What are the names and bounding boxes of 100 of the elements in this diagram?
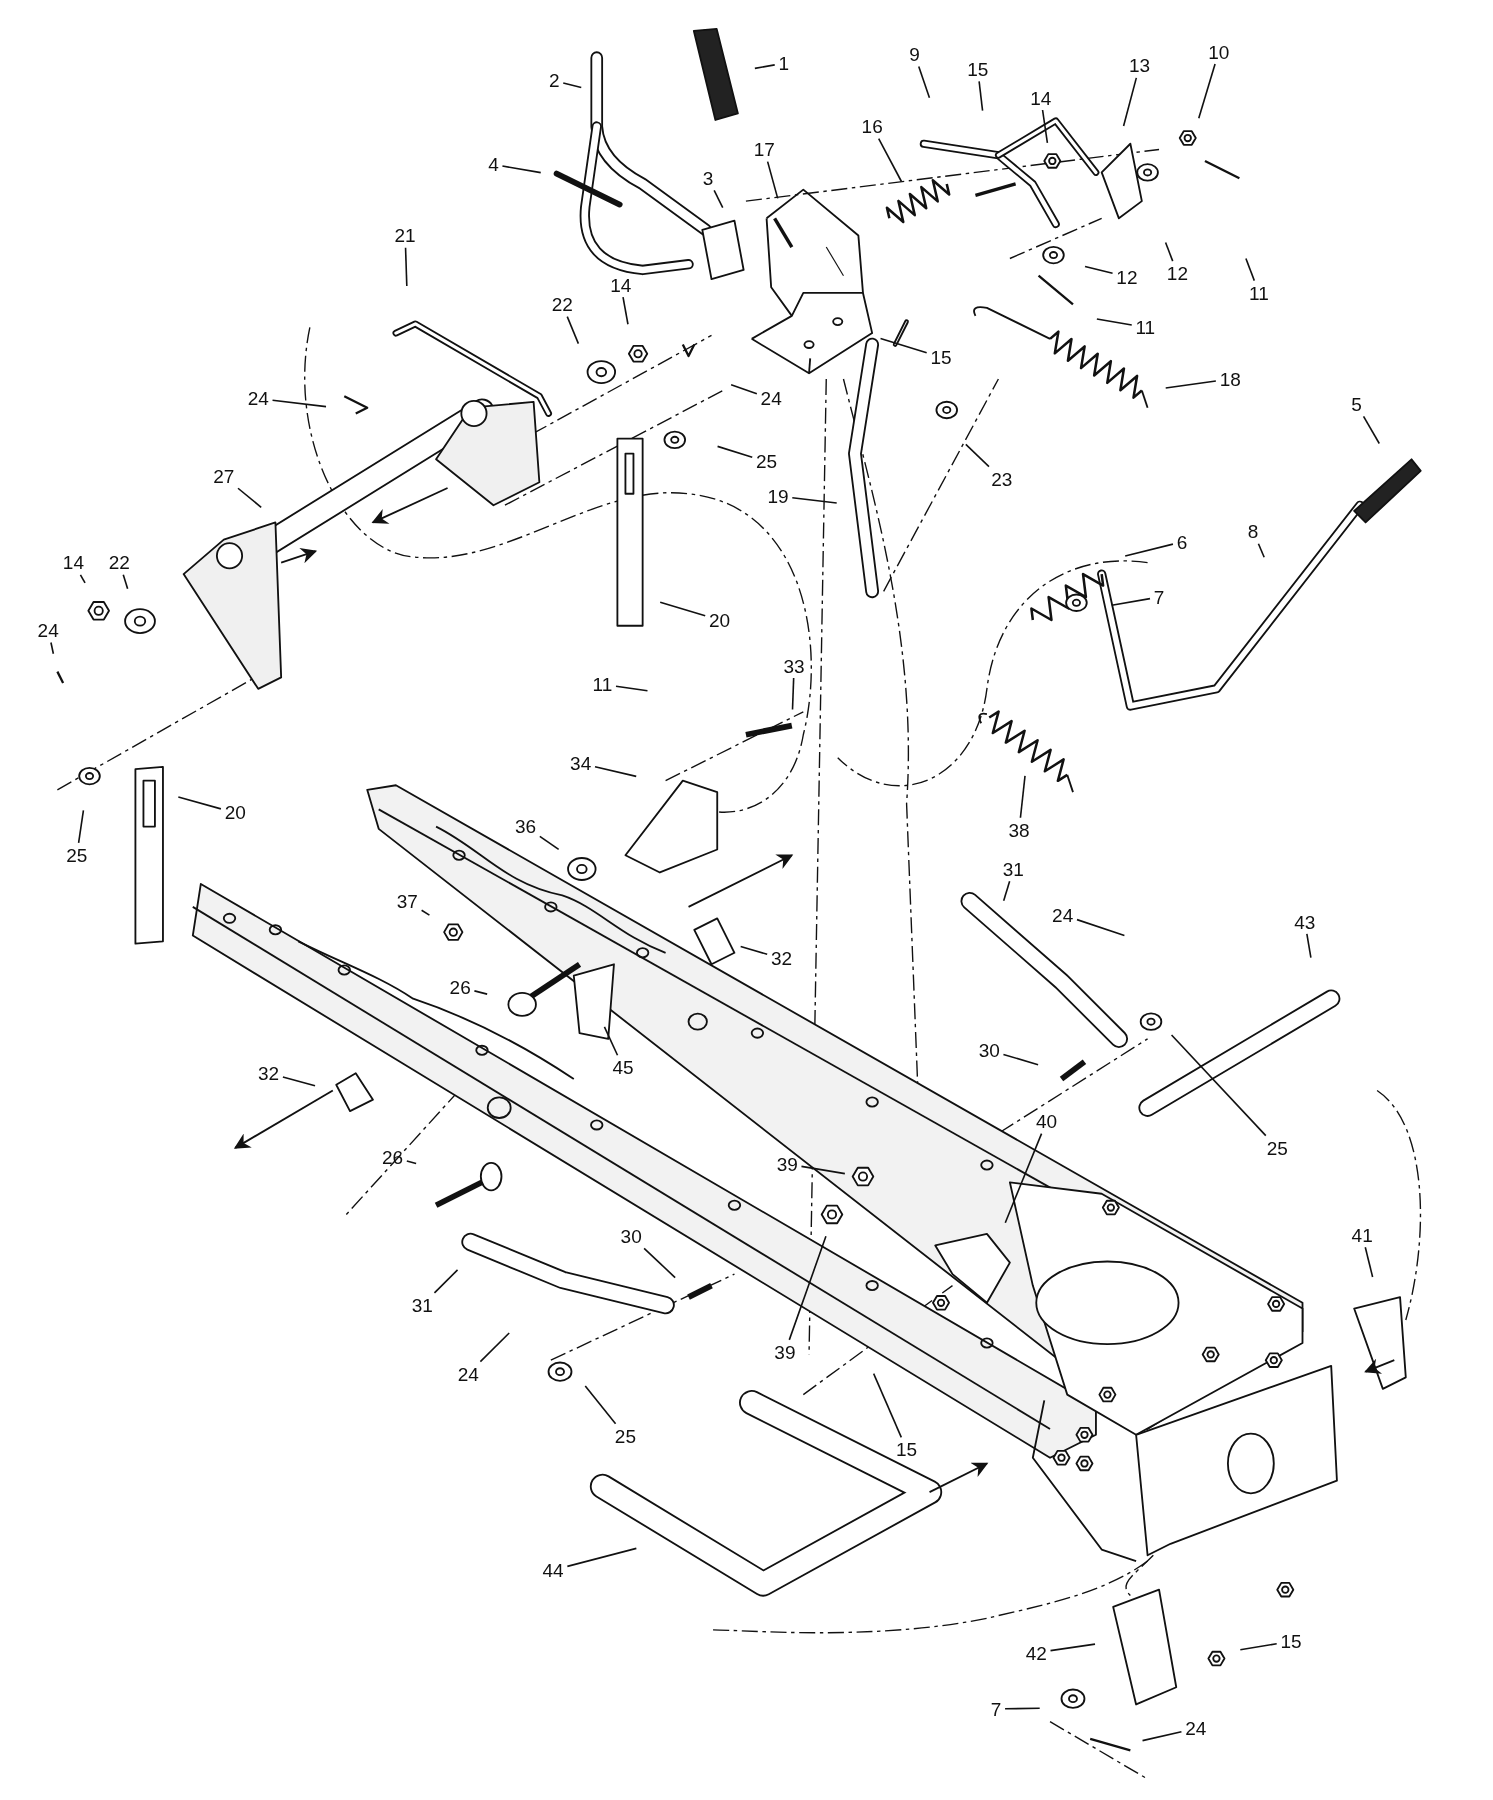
callout-number: 30	[618, 1225, 644, 1247]
leader-line	[50, 641, 55, 655]
leader-line	[1257, 543, 1265, 559]
leader-line	[1110, 597, 1151, 607]
leader-line	[1084, 265, 1114, 275]
leader-line	[713, 189, 724, 209]
leader-line	[77, 809, 85, 844]
callout-number: 8	[1245, 520, 1261, 542]
callout-number: 38	[1006, 819, 1032, 841]
callout-number: 24	[758, 387, 784, 409]
callout-number: 15	[928, 346, 954, 368]
leader-line	[791, 496, 838, 504]
leader-line	[1362, 415, 1381, 445]
leader-line	[800, 1165, 846, 1175]
leader-line	[643, 1247, 676, 1279]
leader-line	[1164, 380, 1217, 389]
callout-number: 16	[859, 115, 885, 137]
leader-line	[1306, 933, 1312, 959]
callout-number: 37	[394, 890, 420, 912]
leader-line	[659, 601, 706, 617]
callout-number: 19	[765, 485, 791, 507]
leader-line	[766, 160, 779, 200]
leader-line	[539, 835, 560, 851]
callout-number: 20	[222, 802, 248, 823]
callout-number: 34	[568, 752, 594, 774]
leader-line	[122, 573, 129, 590]
callout-number: 42	[1023, 1642, 1049, 1663]
leader-line	[282, 1076, 316, 1087]
leader-line	[1076, 918, 1126, 937]
leader-line	[237, 487, 262, 509]
leader-line	[615, 685, 649, 692]
callout-number: 3	[700, 167, 716, 189]
callout-number: 24	[35, 619, 61, 641]
leader-line	[877, 137, 903, 183]
leader-line	[872, 1372, 903, 1439]
leader-line	[1049, 1643, 1096, 1652]
leader-line	[406, 1160, 417, 1165]
callout-number: 5	[1349, 393, 1364, 415]
callout-number: 24	[245, 387, 271, 409]
callout-number: 15	[1278, 1630, 1304, 1652]
callout-number: 20	[706, 609, 733, 631]
callout-number: 15	[894, 1438, 920, 1460]
callout-number: 6	[1174, 531, 1190, 553]
callout-number: 12	[1114, 266, 1140, 288]
callout-number: 45	[610, 1056, 636, 1078]
callout-number: 14	[1028, 87, 1054, 109]
callout-number: 13	[1126, 54, 1153, 76]
callout-number: 17	[751, 138, 777, 160]
leader-line	[965, 443, 990, 468]
leader-line	[1096, 318, 1133, 326]
leader-line	[716, 445, 754, 458]
callout-number: 23	[989, 468, 1015, 490]
leader-line	[1239, 1642, 1278, 1651]
callout-number: 39	[772, 1341, 798, 1363]
leader-line	[566, 1547, 638, 1568]
leader-line	[1164, 241, 1174, 262]
callout-number: 11	[1133, 316, 1158, 338]
leader-line	[622, 296, 629, 326]
leader-line	[1124, 543, 1174, 557]
callout-number: 4	[486, 153, 501, 175]
callout-number: 25	[1264, 1137, 1290, 1159]
leader-line	[433, 1269, 459, 1294]
callout-number: 10	[1206, 41, 1232, 63]
callout-number: 1	[776, 52, 792, 74]
callout-number: 11	[1247, 282, 1271, 304]
callout-number: 7	[1151, 586, 1167, 608]
callout-number: 40	[1034, 1110, 1060, 1132]
callout-number: 21	[392, 224, 418, 246]
callout-number: 30	[976, 1039, 1002, 1061]
callout-number: 32	[255, 1062, 282, 1084]
callout-number: 39	[774, 1153, 800, 1175]
callout-number: 24	[1050, 904, 1076, 926]
callout-number: 22	[106, 551, 132, 573]
leader-line	[501, 165, 542, 174]
leader-line	[404, 246, 408, 287]
callout-number: 31	[1000, 858, 1026, 880]
callout-number: 22	[549, 293, 575, 315]
callout-number: 33	[781, 655, 807, 677]
leader-line	[1364, 1246, 1374, 1278]
leader-line	[603, 1026, 619, 1057]
callout-number: 32	[768, 947, 795, 969]
leader-line	[1170, 1034, 1267, 1137]
leader-line	[177, 796, 222, 810]
leader-line	[1004, 1132, 1043, 1224]
callout-number: 26	[447, 976, 473, 998]
callout-number: 27	[211, 465, 237, 487]
leader-line	[1041, 109, 1049, 144]
callout-number: 44	[540, 1559, 566, 1581]
callout-number: 25	[612, 1425, 638, 1447]
callout-number: 2	[547, 69, 562, 91]
callout-number: 24	[455, 1363, 481, 1385]
leader-line	[917, 65, 931, 99]
leader-line	[739, 945, 768, 956]
callout-number: 25	[64, 844, 90, 866]
leader-line	[271, 399, 327, 408]
leader-line	[473, 990, 488, 995]
callout-number: 26	[379, 1146, 406, 1168]
leader-line	[479, 1332, 510, 1363]
leader-line	[1197, 63, 1216, 119]
callout-number: 18	[1217, 368, 1243, 390]
